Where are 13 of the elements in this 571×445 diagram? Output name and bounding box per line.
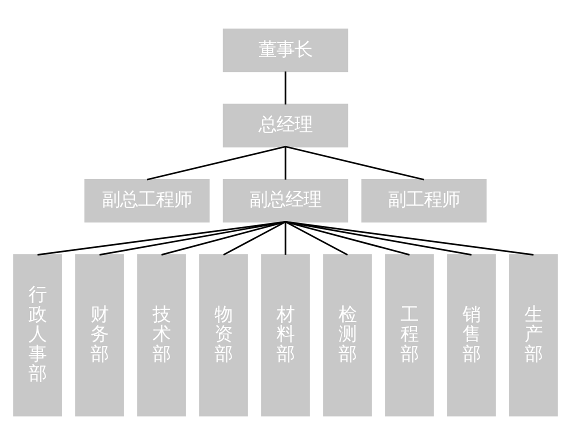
- connector: [161, 221, 286, 256]
- connector: [285, 221, 410, 256]
- connector: [285, 146, 424, 180]
- connector: [284, 71, 286, 104]
- connector: [37, 221, 286, 256]
- connector: [146, 146, 286, 180]
- connector: [285, 221, 348, 256]
- connector: [99, 221, 286, 256]
- connector: [285, 221, 534, 256]
- connector: [284, 222, 286, 255]
- connector: [285, 221, 472, 256]
- connector: [284, 146, 286, 180]
- connector: [223, 221, 286, 256]
